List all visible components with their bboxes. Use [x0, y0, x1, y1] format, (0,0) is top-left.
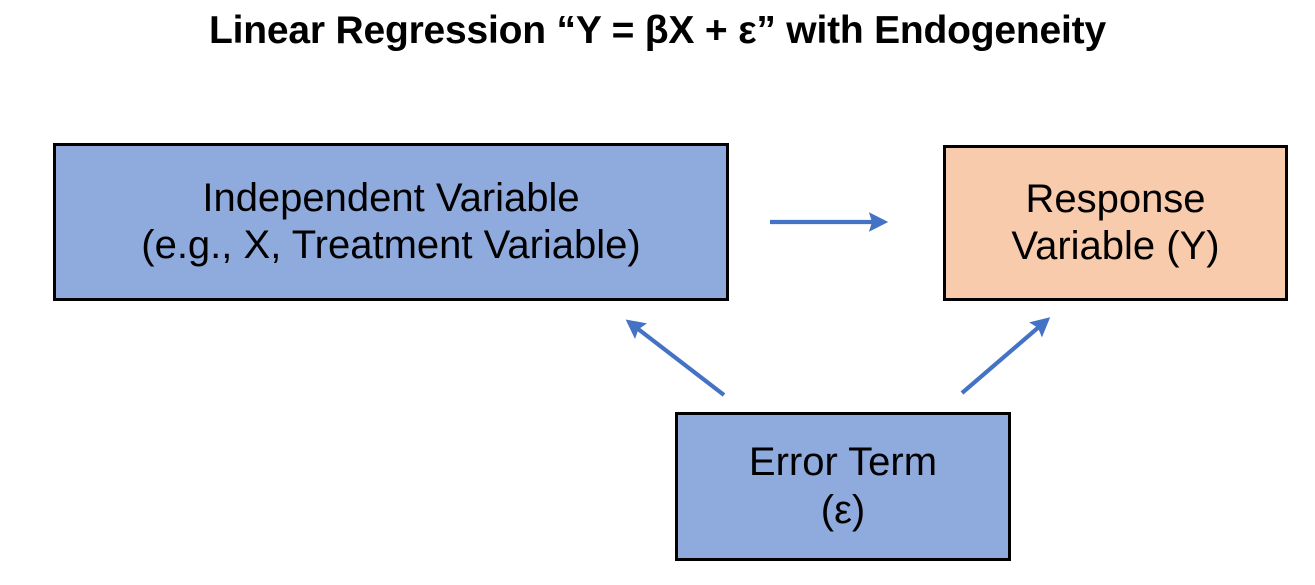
arrow-error-to-response	[960, 317, 1051, 395]
node-response-variable[interactable]: Response Variable (Y)	[943, 145, 1288, 301]
node-response-variable-line-2: Variable (Y)	[1011, 224, 1220, 268]
arrow-error-to-independent	[625, 319, 726, 397]
node-response-variable-line-1: Response	[1025, 176, 1206, 221]
node-independent-variable-line-2: (e.g., X, Treatment Variable)	[141, 223, 641, 267]
node-independent-variable-line-1: Independent Variable	[202, 175, 580, 220]
node-independent-variable[interactable]: Independent Variable (e.g., X, Treatment…	[53, 143, 729, 301]
node-error-term[interactable]: Error Term (ε)	[675, 412, 1011, 561]
node-error-term-line-1: Error Term	[748, 440, 938, 485]
node-error-term-line-2: (ε)	[820, 487, 866, 532]
diagram-title: Linear Regression “Y = βX + ε” with Endo…	[209, 9, 1106, 52]
